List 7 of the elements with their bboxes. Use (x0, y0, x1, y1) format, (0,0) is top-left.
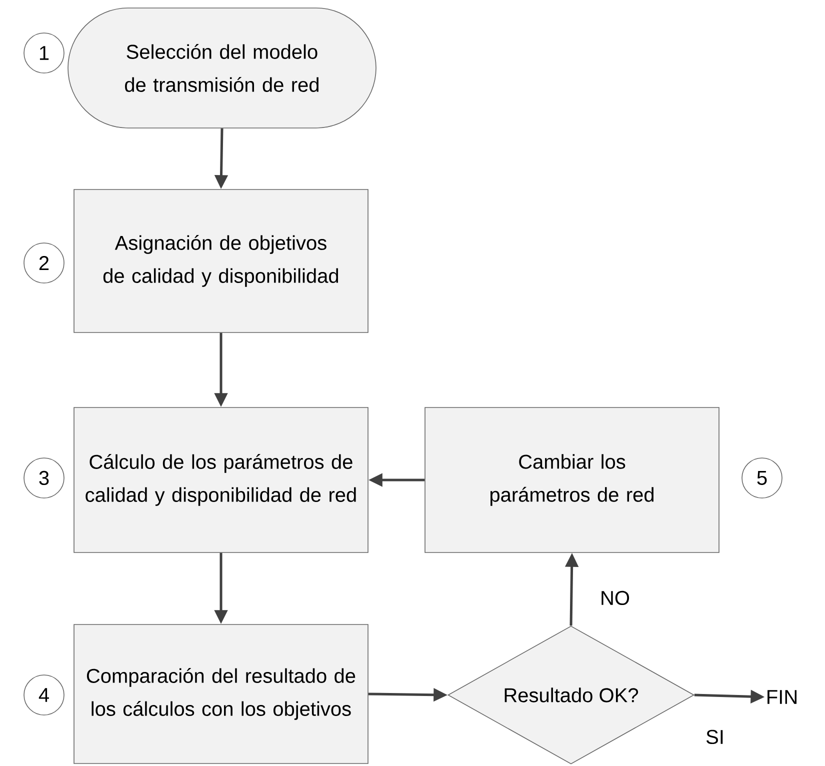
end-label: FIN (768, 690, 796, 704)
process-box: Comparación del resultado de los cálculos con los objetivos (74, 624, 368, 764)
process-box: Asignación de objetivos de calidad y disponibilidad (74, 189, 368, 333)
process-box: Cambiar los parámetros de red (424, 407, 720, 553)
edge-label: SI (704, 728, 726, 746)
process-box: Cálculo de los parámetros de calidad y disponibilidad de red (74, 407, 368, 553)
edge-label: NO (599, 590, 631, 606)
